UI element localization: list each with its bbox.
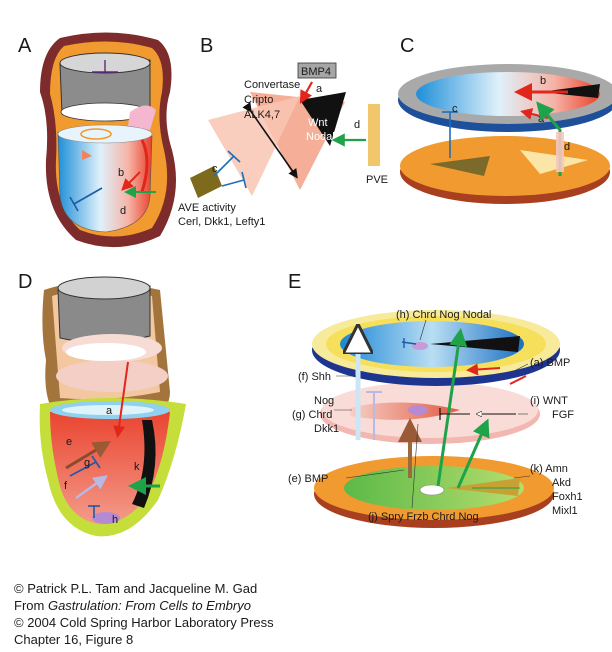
panel-b: B BMP4 a Convertase Cripto ALK4,7 Wnt No… <box>178 35 388 228</box>
panel-c-label-b: b <box>540 75 546 87</box>
panel-b-ave-1: AVE activity <box>178 202 236 214</box>
panel-b-bmp4-box <box>297 62 337 79</box>
panel-e-arrow-green-2 <box>456 418 490 489</box>
caption-line-2: From Gastrulation: From Cells to Embryo <box>14 597 274 614</box>
panel-d-label-h: h <box>112 514 118 526</box>
panel-b-bmp4-label: BMP4 <box>301 66 331 78</box>
caption-line-1: © Patrick P.L. Tam and Jacqueline M. Gad <box>14 581 258 596</box>
panel-e-label-g-3: Dkk1 <box>314 423 339 435</box>
panel-e-label-g-1: Nog <box>314 395 334 407</box>
panel-d-arrow-f <box>75 475 108 499</box>
caption-book-title: Gastrulation: From Cells to Embryo <box>47 598 251 613</box>
panel-b-label-d: d <box>354 119 360 131</box>
panel-d: D a e g f k h <box>18 271 186 537</box>
panel-b-convertase-2: Cripto <box>244 94 273 106</box>
panel-a-label-b: b <box>118 167 124 179</box>
panel-e-label-j: (j) Spry Frzb Chrd Nog <box>368 511 479 523</box>
panel-d-label-g: g <box>84 457 90 469</box>
panel-d-letter: D <box>18 271 32 293</box>
panel-a-label-d: d <box>120 205 126 217</box>
panel-d-label-e: e <box>66 436 72 448</box>
panel-e-label-h: (h) Chrd Nog Nodal <box>396 309 491 321</box>
panel-b-nodal: Nodal <box>306 131 335 143</box>
panel-e-label-e: (e) BMP <box>288 473 328 485</box>
panel-e: E <box>288 271 583 528</box>
panel-b-label-a: a <box>316 83 323 95</box>
panel-c-label-c: c <box>452 103 458 115</box>
panel-e-label-k-4: Mixl1 <box>552 505 578 517</box>
panel-b-double-arrow <box>242 102 298 179</box>
panel-d-label-a: a <box>106 405 113 417</box>
panel-e-label-k-1: (k) Amn <box>530 463 568 475</box>
panel-a-epiblast-cup <box>57 131 153 233</box>
panel-b-letter: B <box>200 35 213 57</box>
panel-d-arrow-a <box>113 361 129 438</box>
panel-b-black-wedge <box>300 92 346 146</box>
panel-c-label-a: a <box>538 113 545 125</box>
panel-b-label-c: c <box>212 163 218 175</box>
panel-c-letter: C <box>400 35 414 57</box>
figure-caption: © Patrick P.L. Tam and Jacqueline M. Gad… <box>14 580 274 648</box>
panel-e-label-i-2: FGF <box>552 409 574 421</box>
panel-e-label-g-2: (g) Chrd <box>292 409 332 421</box>
panel-e-label-a: (a) BMP <box>530 357 570 369</box>
panel-e-letter: E <box>288 271 301 293</box>
caption-line-4: Chapter 16, Figure 8 <box>14 632 134 647</box>
panel-b-pve-bar <box>368 104 380 166</box>
panel-d-arrow-e <box>65 440 112 470</box>
panel-b-convertase-1: Convertase <box>244 79 300 91</box>
panel-a: A b d <box>18 32 176 248</box>
panel-a-letter: A <box>18 35 32 57</box>
caption-line-2-prefix: From <box>14 598 48 613</box>
panel-e-arrow-green-1 <box>436 328 468 487</box>
panel-d-label-f: f <box>64 480 68 492</box>
panel-b-arrow-a <box>299 81 313 104</box>
caption-line-3: © 2004 Cold Spring Harbor Laboratory Pre… <box>14 615 274 630</box>
panel-a-arrow-b <box>121 171 141 191</box>
panel-d-label-k: k <box>134 461 140 473</box>
panel-e-arrow-bmp-a <box>466 363 501 376</box>
panel-a-pink-region <box>128 105 156 130</box>
panel-e-label-k-2: Akd <box>552 477 571 489</box>
panel-e-label-f: (f) Shh <box>298 371 331 383</box>
panel-c-label-d: d <box>564 141 570 153</box>
panel-b-wnt: Wnt <box>308 117 328 129</box>
panel-e-label-i-1: (i) WNT <box>530 395 568 407</box>
panel-e-label-k-3: Foxh1 <box>552 491 583 503</box>
panel-b-ave-2: Cerl, Dkk1, Lefty1 <box>178 216 265 228</box>
panel-b-convertase-3: ALK4,7 <box>244 109 280 121</box>
panel-b-ave-box <box>190 166 222 198</box>
panel-c: C c b a d <box>398 35 612 204</box>
panel-b-pve-label: PVE <box>366 174 388 186</box>
